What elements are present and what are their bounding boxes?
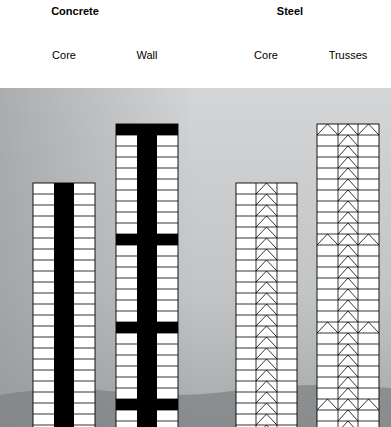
chevron-brace xyxy=(338,388,358,399)
chevron-brace xyxy=(338,377,358,388)
chevron-brace xyxy=(338,135,358,146)
chevron-brace xyxy=(256,205,277,216)
chevron-brace xyxy=(256,304,277,315)
chevron-brace xyxy=(256,315,277,326)
chevron-brace xyxy=(317,234,338,245)
chevron-brace xyxy=(256,271,277,282)
chevron-brace xyxy=(256,216,277,227)
system-label: Wall xyxy=(137,49,158,61)
chevron-brace xyxy=(256,183,277,194)
group-heading: Steel xyxy=(277,5,303,17)
chevron-brace xyxy=(338,410,358,421)
core-column xyxy=(358,124,359,427)
chevron-brace xyxy=(317,322,338,333)
outrigger-wall xyxy=(116,322,178,333)
chevron-brace xyxy=(256,293,277,304)
outrigger-wall xyxy=(116,399,178,410)
chevron-brace xyxy=(256,326,277,337)
core-column xyxy=(256,183,257,427)
chevron-brace xyxy=(256,392,277,403)
tower-frame xyxy=(116,124,178,427)
system-label: Trusses xyxy=(329,49,368,61)
chevron-brace xyxy=(256,227,277,238)
chevron-brace xyxy=(256,403,277,414)
core-column xyxy=(277,183,278,427)
chevron-brace xyxy=(338,157,358,168)
system-label: Core xyxy=(52,49,76,61)
tower-frame xyxy=(236,183,297,427)
chevron-brace xyxy=(338,333,358,344)
chevron-brace xyxy=(338,234,358,245)
chevron-brace xyxy=(338,355,358,366)
concrete-core xyxy=(54,183,74,427)
core-column xyxy=(338,124,339,427)
chevron-brace xyxy=(338,212,358,223)
chevron-brace xyxy=(256,337,277,348)
chevron-brace xyxy=(358,124,379,135)
chevron-brace xyxy=(256,238,277,249)
chevron-brace xyxy=(338,179,358,190)
chevron-brace xyxy=(338,267,358,278)
chevron-brace xyxy=(338,311,358,322)
chevron-brace xyxy=(338,201,358,212)
chevron-brace xyxy=(338,146,358,157)
chevron-brace xyxy=(358,399,379,410)
chevron-brace xyxy=(338,124,358,135)
chevron-brace xyxy=(358,234,379,245)
chevron-brace xyxy=(338,399,358,410)
chevron-brace xyxy=(338,245,358,256)
tower-frame xyxy=(33,183,95,427)
group-heading: Concrete xyxy=(51,5,99,17)
chevron-brace xyxy=(358,322,379,333)
chevron-brace xyxy=(317,124,338,135)
tower-frame xyxy=(317,124,379,427)
chevron-brace xyxy=(338,289,358,300)
chevron-brace xyxy=(317,399,338,410)
chevron-brace xyxy=(256,425,277,427)
chevron-brace xyxy=(256,194,277,205)
towers xyxy=(33,124,379,427)
chevron-brace xyxy=(256,370,277,381)
system-label: Core xyxy=(254,49,278,61)
chevron-brace xyxy=(338,223,358,234)
chevron-brace xyxy=(338,344,358,355)
concrete-core xyxy=(137,124,157,427)
chevron-brace xyxy=(338,322,358,333)
chevron-brace xyxy=(338,300,358,311)
outrigger-wall xyxy=(116,124,178,135)
chevron-brace xyxy=(256,381,277,392)
chevron-brace xyxy=(338,366,358,377)
chevron-brace xyxy=(338,168,358,179)
chevron-brace xyxy=(338,278,358,289)
chevron-brace xyxy=(338,421,358,427)
outrigger-wall xyxy=(116,234,178,245)
chevron-brace xyxy=(256,282,277,293)
chevron-brace xyxy=(338,256,358,267)
chevron-brace xyxy=(338,190,358,201)
chevron-brace xyxy=(256,260,277,271)
chevron-brace xyxy=(256,348,277,359)
chevron-brace xyxy=(256,359,277,370)
chevron-brace xyxy=(256,414,277,425)
chevron-brace xyxy=(256,249,277,260)
